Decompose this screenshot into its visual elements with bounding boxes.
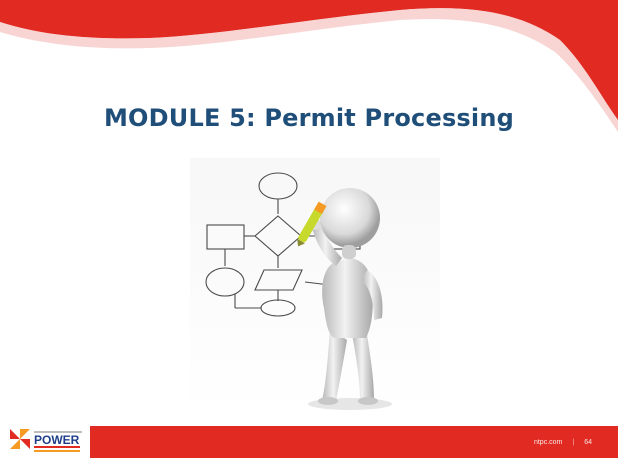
figure (297, 188, 392, 410)
svg-text:POWER: POWER (34, 433, 80, 447)
person-drawing-flowchart-icon (190, 158, 440, 414)
slide-title: MODULE 5: Permit Processing (103, 104, 515, 132)
page-number: 64 (584, 439, 592, 446)
footer-separator: | (572, 439, 575, 446)
top-red-swoosh (0, 0, 618, 132)
footer-text: ntpc.com | 64 (534, 439, 592, 446)
footer-website: ntpc.com (533, 439, 563, 446)
footer-bar (90, 426, 618, 458)
power-corporation-logo-icon: POWER (6, 425, 84, 457)
